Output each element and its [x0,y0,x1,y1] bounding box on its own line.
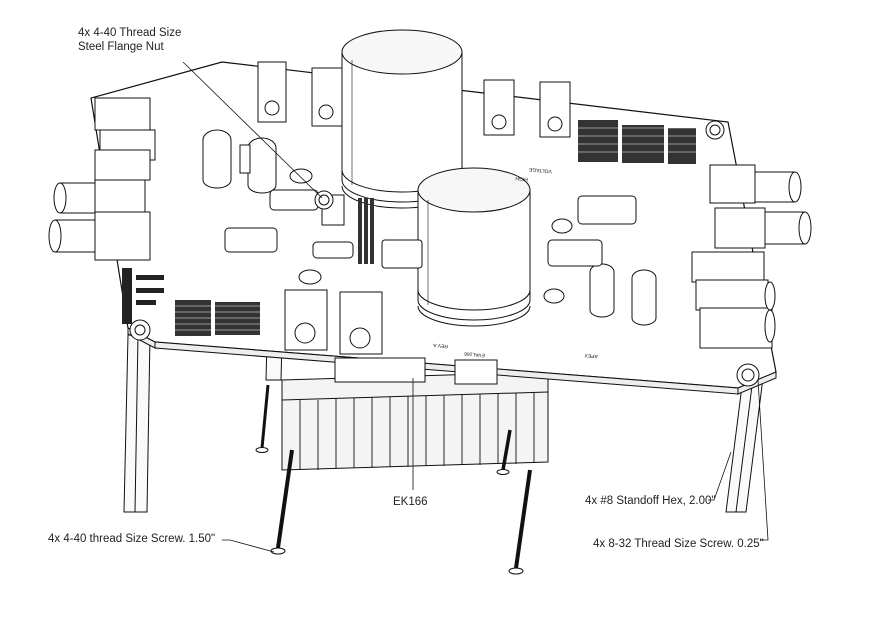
jack-connector-left [94,97,156,181]
leader-screw-4-40 [222,539,275,553]
leader-standoff [708,451,732,501]
callout-screw-4-40: 4x 4-40 thread Size Screw. 1.50" [48,533,216,545]
callout-flange-nut-line1: 4x 4-40 Thread Size [78,27,182,39]
callout-standoff: 4x #8 Standoff Hex, 2.00" [585,495,716,507]
bnc-connector-left-upper [53,177,146,219]
bnc-connector-right-upper [709,164,802,204]
callout-flange-nut: 4x 4-40 Thread Size Steel Flange Nut [78,26,181,54]
screw-4-40-left [255,384,270,453]
terminal-block-front [284,289,383,355]
pin-header [358,198,374,264]
board-voltage-label: VOLTAGE [528,166,552,174]
bnc-connector-left-lower [48,211,151,261]
left-ic-strip [122,268,164,324]
leader-flange-nut [182,61,323,199]
board-silkscreen: HIGH VOLTAGE APEX EVAL166 REV A [432,166,598,359]
screw-8-32-front [508,469,532,575]
bnc-connector-right-lower [714,207,812,249]
ek166-module [334,357,498,385]
heat-sink [281,371,549,471]
leader-screw-8-32 [757,379,769,541]
capacitor-large-front [417,167,531,327]
terminal-block-top [257,61,571,138]
callout-screw-8-32: 4x 8-32 Thread Size Screw. 0.25" [593,538,764,550]
board-rev-label: REV A [432,342,448,349]
standoff-front-left [123,334,151,513]
board-brand-label: APEX [584,352,598,359]
screw-4-40-right [496,429,512,475]
board-name-label: EVAL166 [464,350,485,358]
callout-flange-nut-line2: Steel Flange Nut [78,41,164,53]
board-high-label: HIGH [515,175,528,182]
small-components [202,129,657,326]
standoff-front-right [725,377,764,513]
callout-ek166: EK166 [393,496,428,508]
jack-connector-right [691,251,776,349]
capacitor-large-back [341,29,463,209]
